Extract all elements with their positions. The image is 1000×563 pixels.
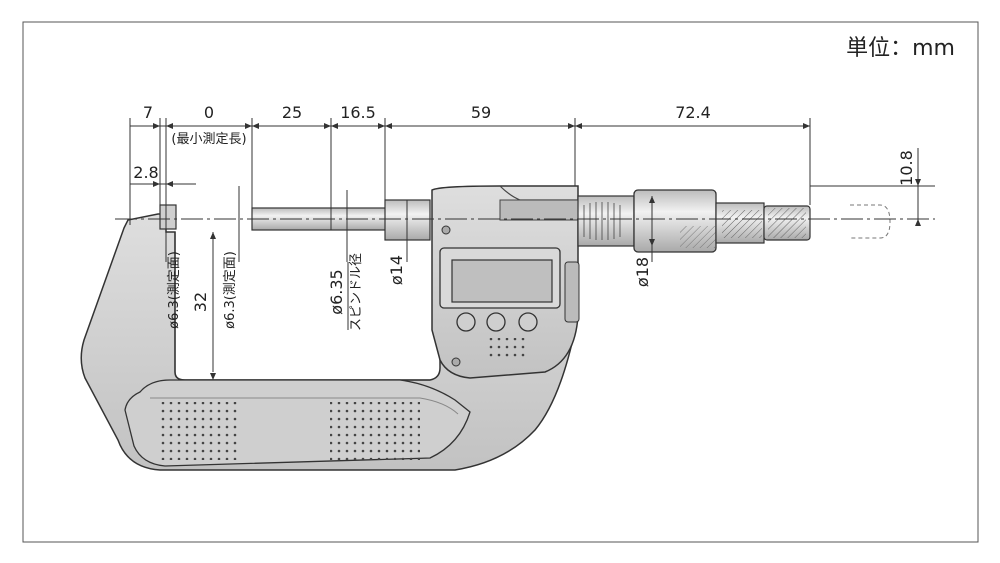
anvil-face-diameter: ø6.3(測定面) bbox=[167, 251, 182, 329]
button-right[interactable] bbox=[518, 312, 538, 332]
screw-top bbox=[441, 225, 451, 235]
anvil bbox=[159, 204, 177, 230]
arrowheads bbox=[153, 123, 921, 380]
unit-label: 単位：mm bbox=[846, 36, 955, 61]
speaker-dots bbox=[486, 338, 526, 360]
thimble-diameter-18: ø18 bbox=[633, 257, 652, 287]
lcd-display bbox=[451, 259, 553, 303]
figure-border bbox=[22, 21, 979, 543]
dim-0: 0 bbox=[204, 103, 214, 122]
micrometer-frame bbox=[80, 213, 576, 471]
throat-depth-32: 32 bbox=[191, 292, 210, 312]
digital-head bbox=[431, 185, 580, 379]
spindle-face-diameter: ø6.3(測定面) bbox=[223, 251, 238, 329]
dim-16-5: 16.5 bbox=[340, 103, 376, 122]
side-button[interactable] bbox=[564, 261, 580, 323]
dim-10-8: 10.8 bbox=[897, 150, 916, 186]
screw-bottom bbox=[451, 357, 461, 367]
grip-dots-left bbox=[160, 402, 240, 460]
min-length-label: (最小測定長) bbox=[171, 132, 246, 147]
grip-dots-right bbox=[330, 402, 420, 460]
button-middle[interactable] bbox=[486, 312, 506, 332]
dim-2-8: 2.8 bbox=[133, 163, 158, 182]
dim-7: 7 bbox=[143, 103, 153, 122]
button-left[interactable] bbox=[456, 312, 476, 332]
dim-72-4: 72.4 bbox=[675, 103, 711, 122]
spindle-diameter-label: スピンドル径 bbox=[349, 253, 364, 331]
dim-59: 59 bbox=[471, 103, 491, 122]
sleeve-diameter-14: ø14 bbox=[387, 255, 406, 285]
ratchet-extended-outline bbox=[850, 204, 891, 239]
dimension-lines bbox=[129, 118, 935, 372]
dim-25: 25 bbox=[282, 103, 302, 122]
sleeve-scale bbox=[577, 195, 635, 247]
spindle-diameter: ø6.35 bbox=[327, 269, 346, 314]
